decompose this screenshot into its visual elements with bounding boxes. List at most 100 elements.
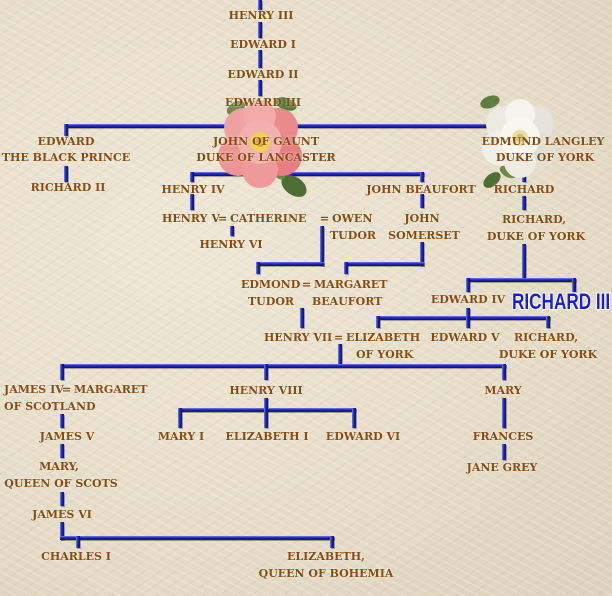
person-john-somerset-name: JOHN — [404, 212, 440, 225]
person-richard-duke-of-york-name: RICHARD, — [501, 213, 567, 226]
connector — [190, 172, 424, 176]
connector — [376, 316, 550, 320]
connector — [330, 536, 334, 548]
person-john-of-gaunt-title: DUKE OF LANCASTER — [196, 151, 336, 164]
connector — [190, 194, 194, 210]
white-rose-icon — [480, 95, 556, 188]
connector — [376, 316, 380, 328]
person-john-somerset-title: SOMERSET — [388, 229, 460, 242]
richard-iii-highlight: RICHARD III — [512, 289, 611, 314]
connector — [502, 444, 506, 460]
connector — [264, 398, 268, 410]
person-elizabeth-i: ELIZABETH I — [225, 430, 309, 443]
person-jane-grey: JANE GREY — [466, 461, 538, 474]
person-elizabeth-of-york-title: OF YORK — [356, 348, 414, 361]
connector — [572, 278, 576, 292]
connector — [64, 124, 68, 136]
person-elizabeth-of-york-name: ELIZABETH — [346, 331, 421, 344]
connector — [178, 408, 182, 428]
marriage-sign: = — [302, 278, 312, 291]
person-margaret-beaufort-surname: BEAUFORT — [312, 295, 383, 308]
connector — [60, 444, 64, 458]
person-elizabeth-of-bohemia-name: ELIZABETH, — [287, 550, 365, 563]
person-black-prince-title: THE BLACK PRINCE — [1, 151, 131, 164]
person-margaret-tudor-title: OF SCOTLAND — [4, 400, 96, 413]
connector — [60, 492, 64, 506]
person-margaret-beaufort-name: MARGARET — [314, 278, 388, 291]
connector — [466, 278, 470, 292]
person-john-of-gaunt-name: JOHN OF GAUNT — [212, 135, 320, 148]
person-richard-duke-of-york-2-title: DUKE OF YORK — [498, 348, 598, 361]
person-james-v: JAMES V — [39, 430, 95, 443]
marriage-sign: = — [218, 212, 228, 225]
person-james-vi: JAMES VI — [32, 508, 92, 521]
connector — [466, 278, 576, 282]
connector — [60, 364, 64, 380]
person-owen-tudor-surname: TUDOR — [330, 229, 377, 242]
connector — [352, 408, 356, 428]
connector — [546, 316, 550, 328]
person-mary-queen-of-scots-title: QUEEN OF SCOTS — [4, 477, 118, 490]
connector — [502, 398, 506, 428]
connector — [60, 364, 506, 368]
person-henry-v: HENRY V — [162, 212, 220, 225]
marriage-sign: = — [62, 383, 72, 396]
person-catherine: CATHERINE — [230, 212, 307, 225]
connector — [502, 364, 506, 380]
person-henry-viii: HENRY VIII — [229, 384, 303, 397]
person-owen-tudor-name: OWEN — [332, 212, 373, 225]
person-edward-v: EDWARD V — [430, 331, 500, 344]
connector — [466, 316, 470, 328]
connector — [344, 262, 424, 266]
connector — [522, 244, 526, 278]
person-henry-vii: HENRY VII — [264, 331, 333, 344]
person-henry-iv: HENRY IV — [161, 183, 225, 196]
connector — [466, 308, 470, 318]
person-edmond-tudor-surname: TUDOR — [248, 295, 295, 308]
connector — [256, 262, 324, 266]
red-rose-icon — [218, 97, 307, 197]
connector — [60, 522, 64, 540]
person-edward-i: EDWARD I — [230, 38, 296, 51]
marriage-sign: = — [334, 331, 344, 344]
connector — [64, 166, 68, 182]
connector — [320, 226, 324, 266]
person-mary-i: MARY I — [157, 430, 205, 443]
person-mary-tudor: MARY — [484, 384, 522, 397]
connector — [258, 50, 262, 68]
connector — [76, 536, 80, 548]
person-edward-iv: EDWARD IV — [430, 293, 506, 306]
person-margaret-tudor-name: MARGARET — [74, 383, 148, 396]
connector — [344, 262, 348, 274]
connector — [60, 414, 64, 428]
marriage-sign: = — [320, 212, 330, 225]
connector — [60, 536, 334, 540]
person-edmond-tudor-name: EDMOND — [241, 278, 301, 291]
person-henry-vi: HENRY VI — [199, 238, 263, 251]
person-edmund-langley-name: EDMUND LANGLEY — [481, 135, 605, 148]
person-edmund-langley-title: DUKE OF YORK — [495, 151, 595, 164]
person-elizabeth-of-bohemia-title: QUEEN OF BOHEMIA — [258, 567, 394, 580]
person-edward-ii: EDWARD II — [227, 68, 299, 81]
person-edward-iii: EDWARD III — [224, 96, 302, 109]
connector — [258, 22, 262, 38]
connector — [264, 364, 268, 380]
person-john-beaufort: JOHN BEAUFORT — [366, 183, 476, 196]
connector — [190, 172, 194, 182]
person-richard-cambridge: RICHARD — [493, 183, 555, 196]
person-black-prince-name: EDWARD — [37, 135, 95, 148]
connector — [230, 226, 234, 236]
connector — [522, 196, 526, 210]
connector — [264, 408, 268, 428]
connector — [420, 242, 424, 266]
person-charles-i: CHARLES I — [41, 550, 111, 563]
person-edward-vi: EDWARD VI — [325, 430, 401, 443]
person-mary-queen-of-scots-name: MARY, — [39, 460, 79, 473]
connector — [258, 0, 262, 10]
person-henry-iii: HENRY III — [228, 9, 294, 22]
person-richard-ii: RICHARD II — [30, 181, 106, 194]
connector — [256, 262, 260, 274]
person-richard-duke-of-york-title: DUKE OF YORK — [486, 230, 586, 243]
connector — [258, 80, 262, 96]
